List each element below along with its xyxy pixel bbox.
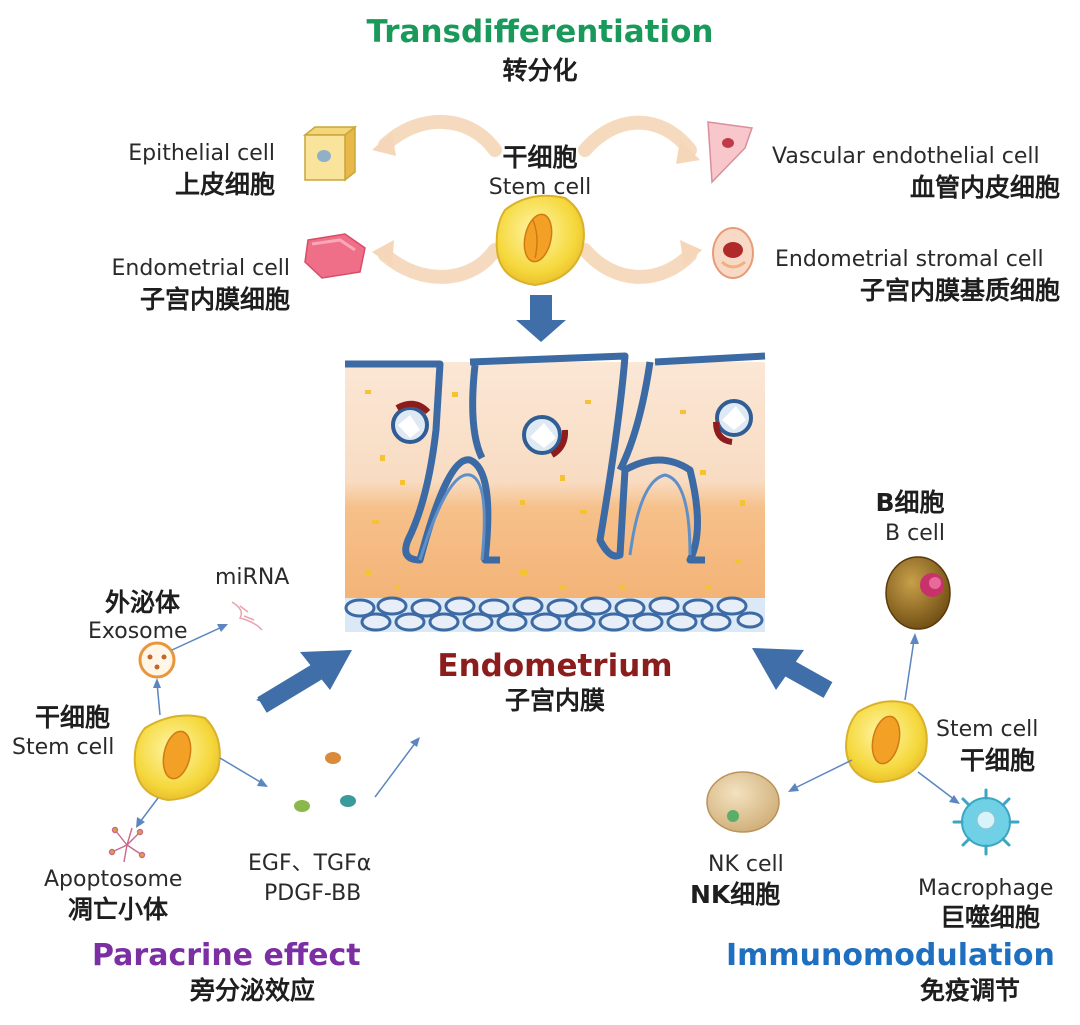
paracrine-big-arrow xyxy=(256,650,352,713)
growth-factor-dots xyxy=(294,752,356,812)
apoptosome-label-en: Apoptosome xyxy=(44,867,183,892)
endometrial-cell-label-en: Endometrial cell xyxy=(111,256,290,281)
tissue-stem-cells xyxy=(391,399,753,458)
paracrine-title-zh: 旁分泌效应 xyxy=(190,976,316,1005)
stem-cell-top-icon xyxy=(495,194,585,287)
exosome-icon xyxy=(138,641,176,679)
stem-cell-immuno-label-en: Stem cell xyxy=(936,717,1039,742)
vascular-cell-label-zh: 血管内皮细胞 xyxy=(909,173,1060,202)
stromal-cell-label-zh: 子宫内膜基质细胞 xyxy=(859,276,1060,305)
macrophage-icon xyxy=(952,788,1020,856)
macrophage-label-en: Macrophage xyxy=(918,876,1054,901)
stromal-cell-label-en: Endometrial stromal cell xyxy=(775,247,1044,272)
vascular-endothelial-cell-icon xyxy=(707,121,754,184)
stem-cell-paracrine-label-zh: 干细胞 xyxy=(35,703,111,732)
epithelial-cell-label-en: Epithelial cell xyxy=(128,141,275,166)
endometrial-cell-icon xyxy=(304,233,366,279)
exosome-label-en: Exosome xyxy=(88,619,188,644)
transdifferentiation-title: Transdifferentiation xyxy=(366,14,714,50)
endometrial-stromal-cell-icon xyxy=(712,227,754,279)
endometrium-title-zh: 子宫内膜 xyxy=(504,686,605,715)
transdifferentiation-title-zh: 转分化 xyxy=(502,56,578,85)
nk-cell-icon xyxy=(706,771,780,833)
epithelial-cell-icon xyxy=(302,125,358,182)
immuno-thin-arrows xyxy=(788,633,960,804)
mirna-icon xyxy=(231,601,263,631)
immunomodulation-title-zh: 免疫调节 xyxy=(920,976,1021,1005)
arc-arrowheads xyxy=(372,132,702,266)
epithelial-cell-label-zh: 上皮细胞 xyxy=(174,170,275,199)
growth-factors-line1: EGF、TGFα xyxy=(248,851,372,876)
stem-cell-immuno-icon xyxy=(844,700,928,784)
exosome-label-zh: 外泌体 xyxy=(105,588,181,617)
mirna-label: miRNA xyxy=(215,565,290,590)
endometrium-tissue xyxy=(344,352,766,632)
apoptosome-icon xyxy=(108,826,146,863)
paracrine-thin-arrows xyxy=(136,624,420,828)
b-cell-icon xyxy=(885,556,951,630)
b-cell-label-en: B cell xyxy=(885,521,945,546)
stem-cell-paracrine-label-en: Stem cell xyxy=(12,735,115,760)
vascular-cell-label-en: Vascular endothelial cell xyxy=(772,144,1040,169)
b-cell-label-zh: B细胞 xyxy=(875,488,945,517)
growth-factors-line2: PDGF-BB xyxy=(264,881,362,906)
stem-cell-top-label-zh: 干细胞 xyxy=(502,143,578,172)
transdifferentiation-arcs xyxy=(378,115,697,284)
immunomodulation-title: Immunomodulation xyxy=(726,938,1055,973)
immuno-big-arrow xyxy=(752,648,833,698)
stem-cell-paracrine-icon xyxy=(133,714,221,802)
endometrial-cell-label-zh: 子宫内膜细胞 xyxy=(139,285,290,314)
nk-cell-label-en: NK cell xyxy=(708,852,784,877)
macrophage-label-zh: 巨噬细胞 xyxy=(940,903,1041,932)
apoptosome-label-zh: 凋亡小体 xyxy=(68,895,169,924)
paracrine-title: Paracrine effect xyxy=(92,938,361,973)
stem-cell-top-label-en: Stem cell xyxy=(488,175,592,200)
down-arrow xyxy=(516,295,566,342)
nk-cell-label-zh: NK细胞 xyxy=(690,880,781,909)
stem-cell-immuno-label-zh: 干细胞 xyxy=(960,746,1036,775)
endometrium-title: Endometrium xyxy=(437,648,673,684)
